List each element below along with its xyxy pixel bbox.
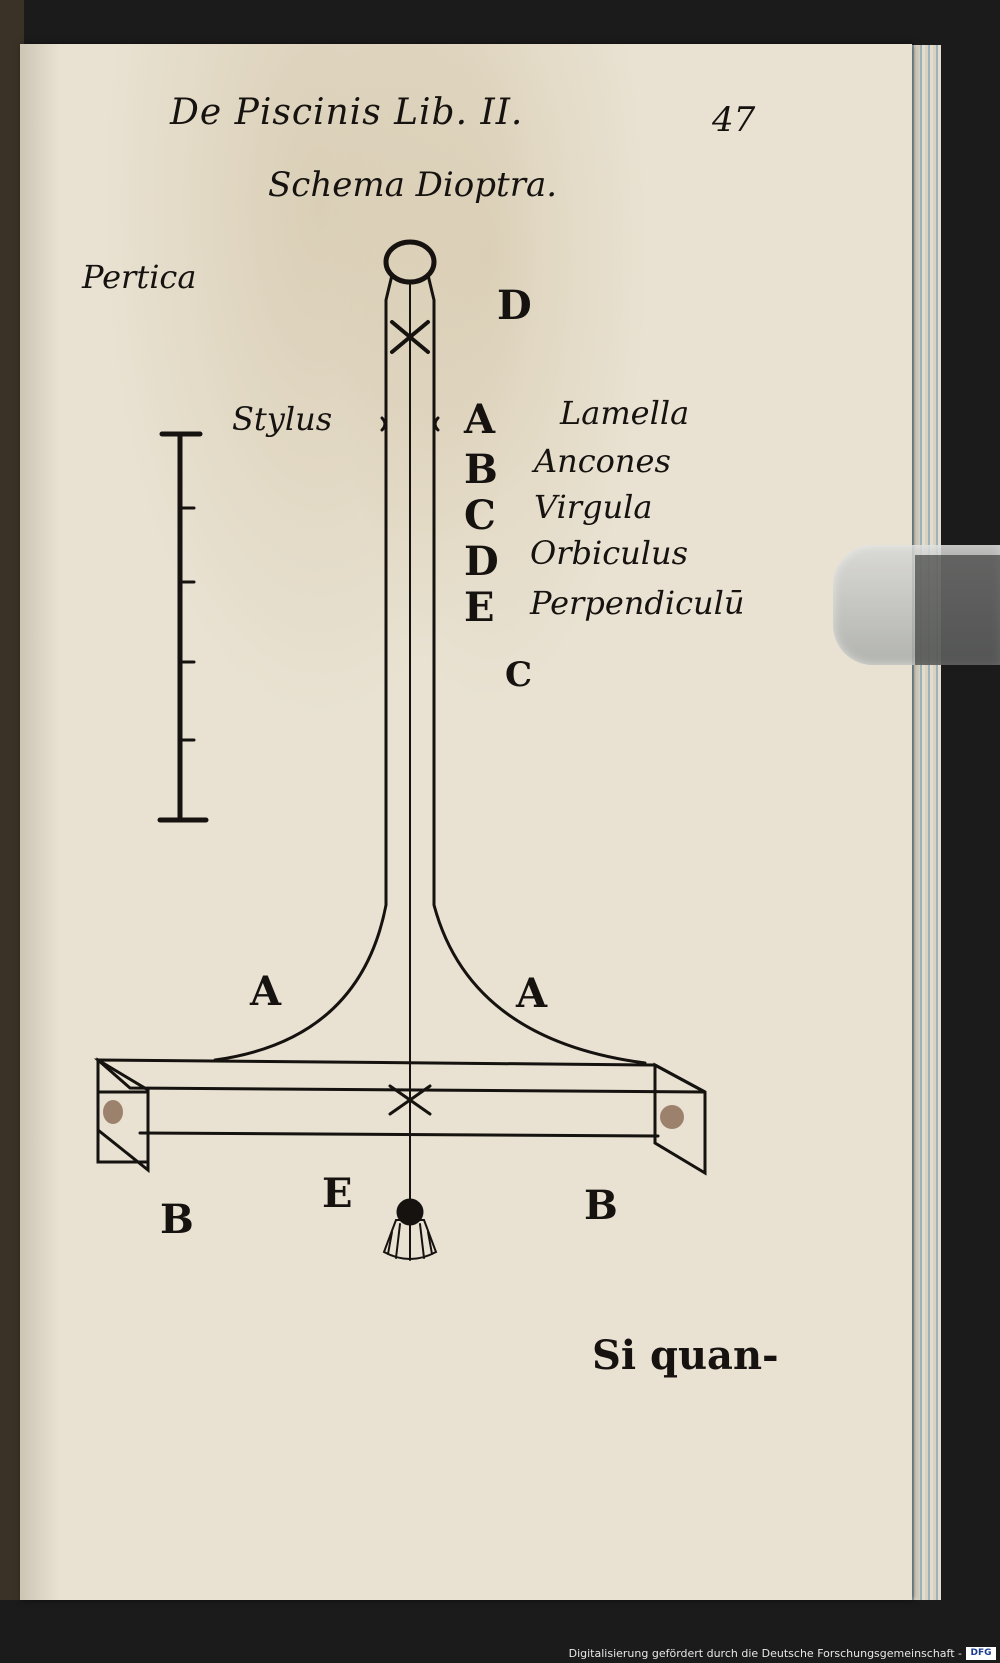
legend-term: Virgula (534, 488, 653, 526)
footer-bar (0, 1645, 1000, 1663)
figure-caption: Schema Dioptra. (268, 165, 558, 205)
part-letter-c: C (505, 655, 533, 695)
part-letter-b-right: B (584, 1182, 618, 1229)
pertica-label: Pertica (82, 258, 197, 296)
legend-letter: A (464, 396, 496, 443)
legend-letter: E (464, 584, 495, 631)
legend-term: Perpendiculū (530, 584, 745, 622)
page-number: 47 (712, 100, 756, 140)
part-letter-e-bottom: E (322, 1170, 353, 1217)
running-title: De Piscinis Lib. II. (170, 92, 524, 133)
legend-term: Orbiculus (530, 534, 689, 572)
legend-term: Ancones (534, 442, 671, 480)
page-clip-shadow (915, 555, 1000, 665)
part-letter-a-left: A (250, 968, 282, 1015)
legend-letter: B (464, 446, 498, 493)
legend-term: Lamella (560, 394, 690, 432)
part-letter-b-left: B (160, 1196, 194, 1243)
catchword: Si quan- (592, 1332, 779, 1379)
part-letter-d-top: D (497, 282, 532, 329)
dfg-logo: DFG (966, 1647, 996, 1660)
part-letter-a-right: A (516, 970, 548, 1017)
footer-credit: Digitalisierung gefördert durch die Deut… (568, 1647, 962, 1660)
stylus-label: Stylus (232, 400, 333, 438)
legend-letter: C (464, 492, 496, 539)
legend-letter: D (464, 538, 499, 585)
